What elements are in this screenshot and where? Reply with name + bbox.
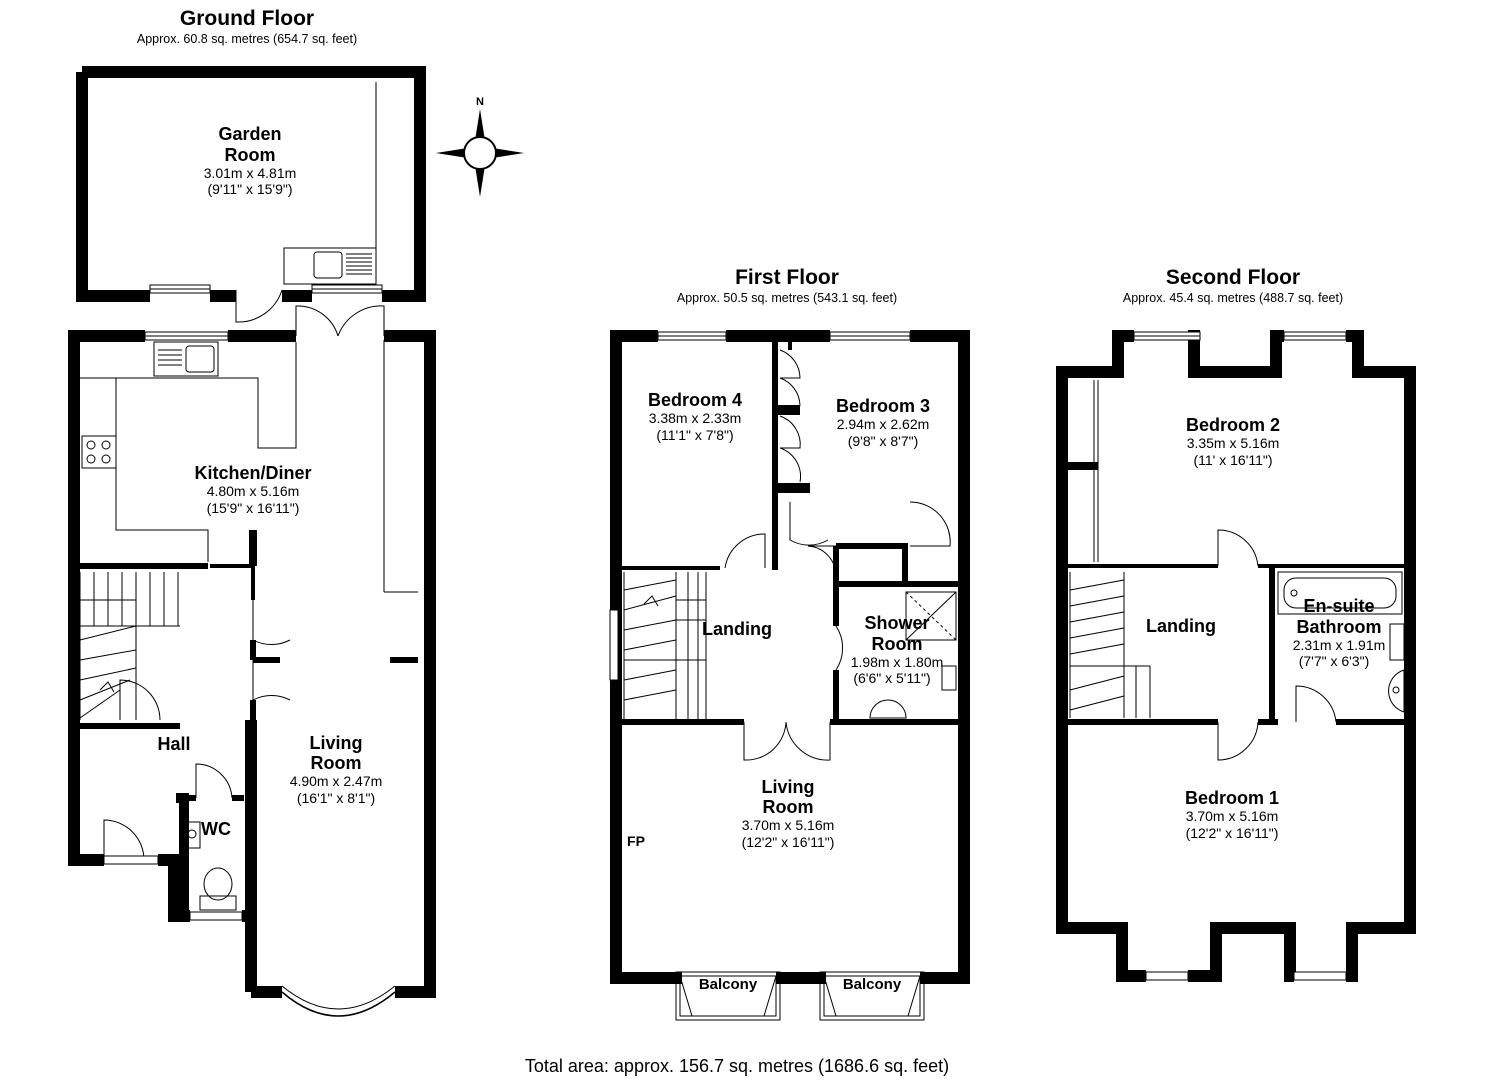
ground-floor-area: Approx. 60.8 sq. metres (654.7 sq. feet) — [137, 32, 357, 46]
balcony-right-label: Balcony — [843, 976, 902, 993]
first-landing-label: Landing — [702, 619, 772, 639]
bedroom2-metric: 3.35m x 5.16m — [1187, 435, 1280, 451]
bedroom3-metric: 2.94m x 2.62m — [837, 416, 930, 432]
bedroom1-imperial: (12'2" x 16'11") — [1186, 825, 1279, 841]
ground-living-label-1: Living — [310, 733, 363, 753]
toilet-icon — [199, 867, 237, 911]
garden-room-label-2: Room — [225, 145, 276, 165]
bedroom3-label: Bedroom 3 — [836, 396, 930, 416]
kitchen-metric: 4.80m x 5.16m — [207, 483, 300, 499]
ground-floor-title: Ground Floor — [180, 7, 314, 30]
kitchen-label: Kitchen/Diner — [194, 463, 311, 483]
garden-room-walls — [76, 66, 426, 302]
second-floor-title: Second Floor — [1166, 266, 1300, 289]
wc-label: WC — [201, 819, 231, 839]
first-living-metric: 3.70m x 5.16m — [742, 817, 835, 833]
balcony-left — [675, 971, 781, 1021]
shower-room-imperial: (6'6" x 5'11") — [853, 670, 930, 686]
ground-floor-walls — [68, 330, 436, 998]
first-living-imperial: (12'2" x 16'11") — [742, 834, 835, 850]
shower-room-label-2: Room — [872, 634, 923, 654]
ensuite-label-1: En-suite — [1303, 596, 1374, 616]
ground-living-label-2: Room — [311, 753, 362, 773]
ensuite-metric: 2.31m x 1.91m — [1293, 637, 1386, 653]
ground-floor-plan — [68, 66, 436, 1017]
sink-icon — [313, 251, 343, 279]
garden-room-metric: 3.01m x 4.81m — [204, 165, 297, 181]
bedroom4-metric: 3.38m x 2.33m — [649, 410, 742, 426]
ground-living-imperial: (16'1" x 8'1") — [297, 790, 375, 806]
first-floor-area: Approx. 50.5 sq. metres (543.1 sq. feet) — [677, 291, 897, 305]
second-floor-plan — [1056, 330, 1416, 982]
shower-basin-icon — [869, 699, 907, 719]
hob-icon — [81, 435, 117, 469]
balcony-right — [819, 971, 925, 1021]
shower-room-label-1: Shower — [864, 613, 929, 633]
ensuite-wc-icon — [1389, 623, 1405, 661]
total-area: Total area: approx. 156.7 sq. metres (16… — [525, 1056, 949, 1076]
balcony-left-label: Balcony — [699, 976, 758, 993]
ground-floor-stairs — [79, 572, 180, 720]
garden-room-imperial: (9'11" x 15'9") — [207, 181, 292, 197]
shower-tray-icon — [905, 591, 957, 641]
first-floor-title: First Floor — [735, 266, 839, 289]
fireplace-label: FP — [627, 833, 645, 849]
wc-basin-icon — [183, 821, 201, 849]
second-floor-stairs — [1069, 572, 1151, 718]
hall-label: Hall — [157, 734, 190, 754]
first-floor-plan — [609, 330, 970, 1021]
ensuite-imperial: (7'7" x 6'3") — [1299, 653, 1370, 669]
bedroom2-label: Bedroom 2 — [1186, 415, 1280, 435]
bedroom3-imperial: (9'8" x 8'7") — [848, 433, 919, 449]
first-living-label-1: Living — [762, 777, 815, 797]
first-floor-stairs — [623, 572, 706, 720]
second-landing-label: Landing — [1146, 616, 1216, 636]
ground-living-metric: 4.90m x 2.47m — [290, 773, 383, 789]
kitchen-imperial: (15'9" x 16'11") — [207, 500, 300, 516]
shower-room-metric: 1.98m x 1.80m — [851, 654, 944, 670]
garden-room-label-1: Garden — [218, 124, 281, 144]
bedroom4-label: Bedroom 4 — [648, 390, 742, 410]
compass-north-label: N — [476, 96, 484, 108]
bedroom1-metric: 3.70m x 5.16m — [1186, 808, 1279, 824]
kitchen-sink-icon — [185, 345, 215, 373]
first-living-label-2: Room — [763, 797, 814, 817]
ensuite-label-2: Bathroom — [1297, 617, 1382, 637]
ensuite-basin-icon — [1388, 669, 1405, 713]
compass-rose-icon — [436, 109, 524, 197]
bedroom2-imperial: (11' x 16'11") — [1193, 452, 1272, 468]
second-floor-area: Approx. 45.4 sq. metres (488.7 sq. feet) — [1123, 291, 1343, 305]
bedroom4-imperial: (11'1" x 7'8") — [656, 427, 733, 443]
bath-icon — [1277, 571, 1403, 615]
bedroom1-label: Bedroom 1 — [1185, 788, 1279, 808]
